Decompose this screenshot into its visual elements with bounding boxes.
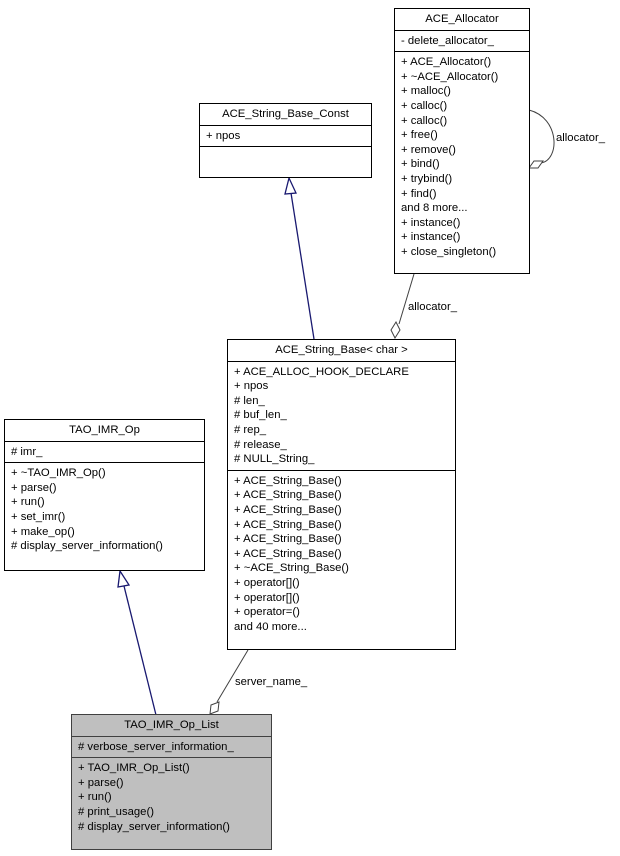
class-member: + make_op() [11, 525, 75, 538]
edge-inheritance-string-base-to-const [284, 176, 315, 340]
class-member: + trybind() [401, 172, 453, 185]
class-member: + ACE_String_Base() [234, 503, 342, 516]
class-member: + ACE_String_Base() [234, 518, 342, 531]
class-member: + npos [206, 129, 241, 142]
aggregation-diamond-icon [209, 701, 220, 715]
methods-section: + ~TAO_IMR_Op()+ parse() + run()+ set_imr… [5, 462, 204, 557]
class-member: + run() [11, 496, 45, 509]
class-box-ace-string-base-char[interactable]: ACE_String_Base< char > + ACE_ALLOC_HOOK… [227, 339, 456, 650]
class-member: + ~ACE_Allocator() [401, 70, 499, 83]
class-box-ace-allocator[interactable]: ACE_Allocator - delete_allocator_ + ACE_… [394, 8, 530, 274]
class-member: # display_server_information() [11, 540, 163, 553]
class-member: + ACE_Allocator() [401, 56, 492, 69]
edge-association-allocator-self [528, 109, 555, 169]
class-member: + run() [78, 791, 112, 804]
aggregation-diamond-icon [390, 320, 401, 340]
class-member: + set_imr() [11, 510, 66, 523]
class-member: # NULL_String_ [234, 453, 315, 466]
inheritance-arrow-icon [284, 176, 297, 195]
class-name: ACE_Allocator [425, 13, 499, 25]
attributes-section: + ACE_ALLOC_HOOK_DECLARE + npos# len_ # bu… [228, 360, 455, 470]
class-name: ACE_String_Base_Const [222, 108, 349, 120]
class-member: + instance() [401, 216, 461, 229]
attributes-section: - delete_allocator_ [395, 29, 529, 52]
class-name: TAO_IMR_Op [69, 424, 140, 436]
attributes-section: # verbose_server_information_ [72, 735, 271, 758]
class-member: + instance() [401, 231, 461, 244]
class-member: # rep_ [234, 423, 267, 436]
class-box-ace-string-base-const[interactable]: ACE_String_Base_Const + npos [199, 103, 372, 178]
class-member: # verbose_server_information_ [78, 740, 234, 753]
class-member: + operator[]() [234, 576, 300, 589]
class-member: + parse() [78, 776, 124, 789]
class-member: + ~TAO_IMR_Op() [11, 467, 106, 480]
class-member: - delete_allocator_ [401, 34, 494, 47]
class-member: # len_ [234, 394, 265, 407]
class-member: + malloc() [401, 85, 451, 98]
attributes-section: + npos [200, 124, 371, 147]
edge-label-allocator: allocator_ [408, 301, 457, 313]
class-box-tao-imr-op-list[interactable]: TAO_IMR_Op_List # verbose_server_informa… [71, 714, 272, 850]
more-members-link[interactable]: and 40 more... [234, 620, 307, 633]
methods-section: + ACE_String_Base()+ ACE_String_Base()+ … [228, 469, 455, 638]
class-member: + remove() [401, 143, 456, 156]
class-member: # print_usage() [78, 805, 154, 818]
class-member: + calloc() [401, 114, 448, 127]
class-member: + npos [234, 380, 269, 393]
class-member: + ACE_String_Base() [234, 474, 342, 487]
class-member: # buf_len_ [234, 409, 287, 422]
class-member: + ACE_String_Base() [234, 533, 342, 546]
more-members-link[interactable]: and 8 more... [401, 202, 468, 215]
attributes-section: # imr_ [5, 440, 204, 463]
methods-section: + ACE_Allocator()+ ~ACE_Allocator() + mal… [395, 51, 529, 262]
inheritance-arrow-icon [117, 569, 131, 588]
class-member: + TAO_IMR_Op_List() [78, 762, 190, 775]
edge-inheritance-op-list-to-op [117, 569, 157, 716]
class-member: + operator[]() [234, 591, 300, 604]
class-member: + bind() [401, 158, 440, 171]
class-member: # imr_ [11, 445, 43, 458]
aggregation-diamond-icon [528, 160, 544, 169]
class-member: + find() [401, 187, 437, 200]
class-member: + ACE_String_Base() [234, 547, 342, 560]
class-box-tao-imr-op[interactable]: TAO_IMR_Op # imr_ + ~TAO_IMR_Op()+ parse… [4, 419, 205, 571]
class-member: + ~ACE_String_Base() [234, 562, 349, 575]
class-member: + ACE_ALLOC_HOOK_DECLARE [234, 365, 409, 378]
methods-section [200, 146, 371, 175]
class-member: + calloc() [401, 99, 448, 112]
class-member: + ACE_String_Base() [234, 489, 342, 502]
edge-label-allocator-self: allocator_ [556, 132, 605, 144]
class-member: + parse() [11, 481, 57, 494]
class-name: TAO_IMR_Op_List [124, 719, 219, 731]
class-member: + operator=() [234, 606, 300, 619]
class-name: ACE_String_Base< char > [275, 344, 408, 356]
class-member: # release_ [234, 438, 287, 451]
methods-section: + TAO_IMR_Op_List()+ parse() + run()# pri… [72, 757, 271, 837]
class-member: + free() [401, 129, 438, 142]
edge-label-server-name: server_name_ [235, 676, 308, 688]
class-member: # display_server_information() [78, 820, 230, 833]
class-member: + close_singleton() [401, 245, 497, 258]
